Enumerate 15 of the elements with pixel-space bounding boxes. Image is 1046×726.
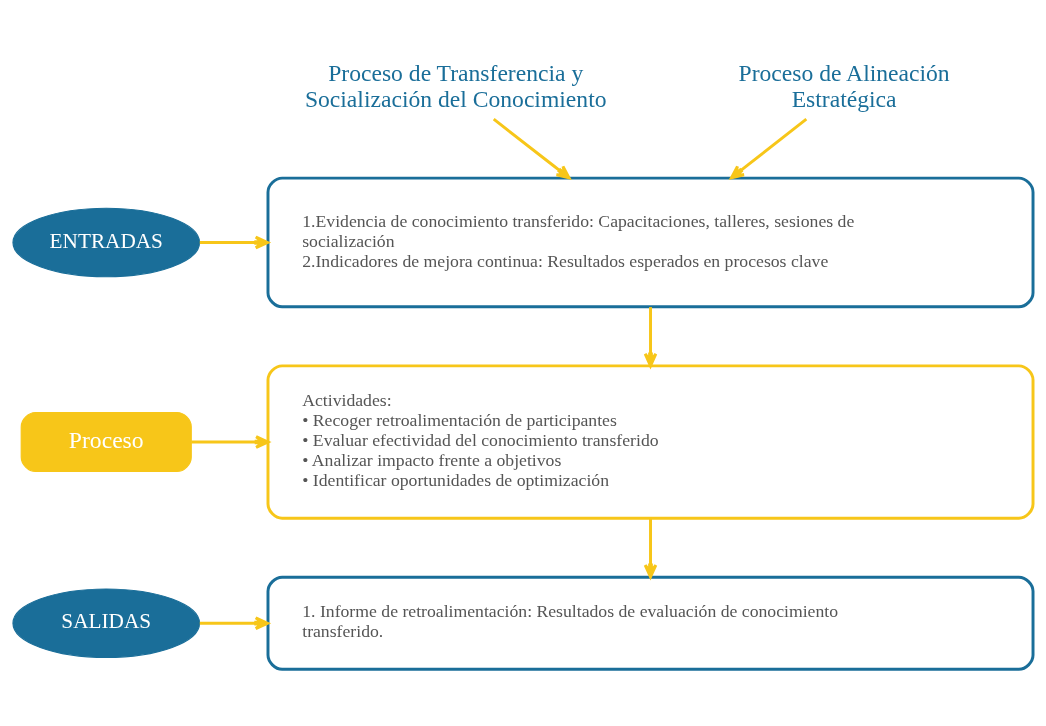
node-text: Proceso de Alineación Estratégica [738,59,950,112]
node-ellipse: ENTRADAS [12,207,201,277]
arrow [199,615,270,630]
arrow [643,518,658,578]
arrow [492,117,571,179]
node-text: Proceso de Transferencia y Socialización del Conocimiento [304,59,607,112]
node-ellipse: SALIDAS [12,587,201,658]
node-box: Proceso [20,411,192,472]
node-box: 1.Evidencia de conocimiento transferido: Capacitaciones, talleres, sesiones de socialización 2.Indicadores de mejora continua: Resultados esperados en procesos clave [266,176,1035,308]
node-box: 1. Informe de retroalimentación: Resultados de evaluación de conocimiento transferido. [266,575,1035,671]
arrow [199,235,270,249]
arrow [730,117,808,179]
node-box: Actividades: • Recoger retroalimentación de participantes • Evaluar efectividad del conocimiento transferido • Analizar impacto frente a objetivos • Identificar oportunidades de optimización [266,363,1035,520]
arrow [191,434,270,449]
arrow [643,306,658,367]
